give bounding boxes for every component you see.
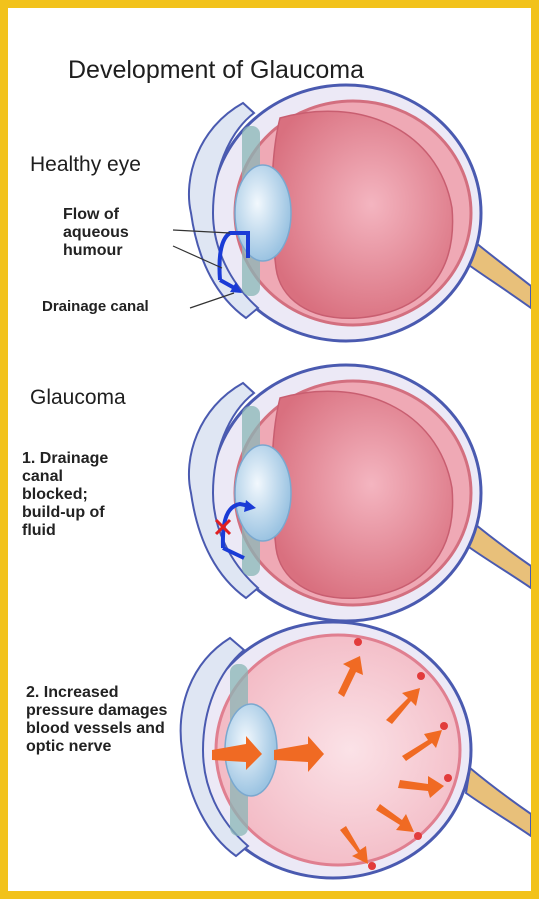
eye-illustrations <box>8 8 531 891</box>
optic-nerve <box>466 768 531 836</box>
lens <box>235 165 291 261</box>
glaucoma-eye-stage-2 <box>181 622 531 878</box>
glaucoma-eye-stage-1 <box>189 365 531 621</box>
lens <box>235 445 291 541</box>
healthy-eye <box>173 85 531 341</box>
